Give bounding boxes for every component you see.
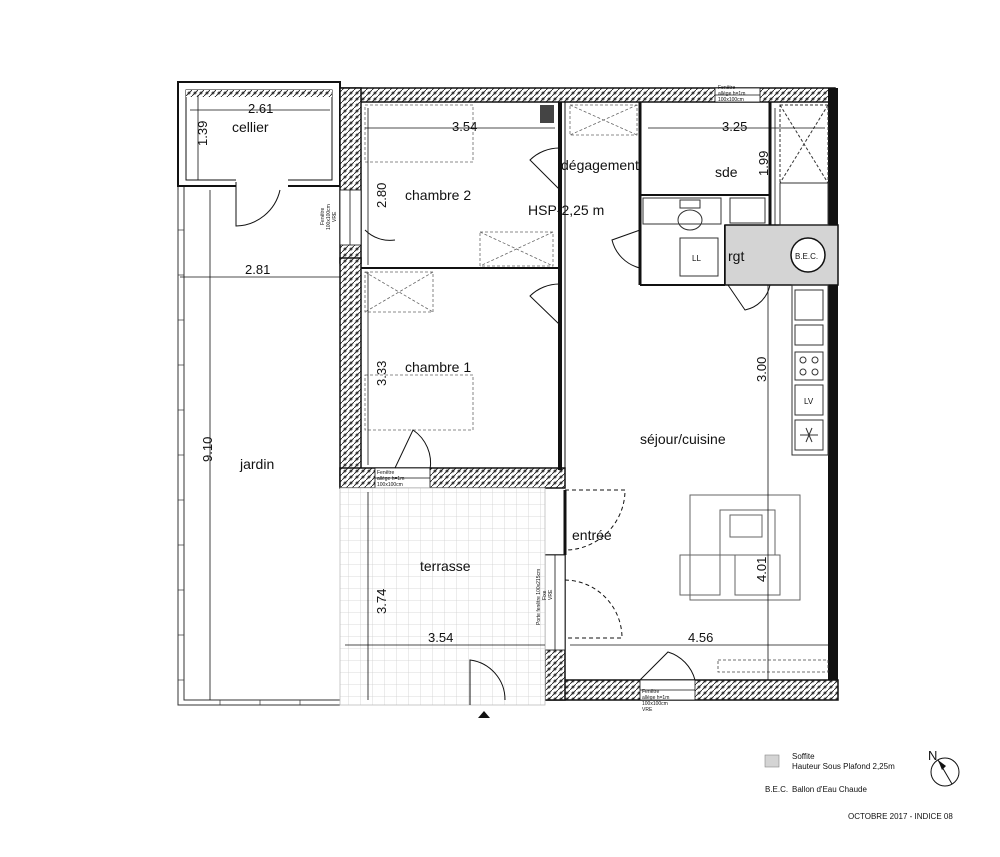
dimension-lines xyxy=(180,95,828,700)
terrasse-gate[interactable] xyxy=(469,659,506,705)
win-top-l3: 100x100cm xyxy=(718,97,744,103)
doors[interactable] xyxy=(364,147,771,681)
label-hsp: HSP-2,25 m xyxy=(528,202,604,218)
label-entree: entrée xyxy=(572,527,612,543)
label-rgt: rgt xyxy=(728,248,744,264)
window-glass xyxy=(349,94,760,691)
dim-sde-h: 1.99 xyxy=(756,151,771,176)
label-chambre2: chambre 2 xyxy=(405,187,471,203)
dim-ch2-h: 2.80 xyxy=(374,183,389,208)
terrasse-tiles xyxy=(340,488,545,705)
label-jardin: jardin xyxy=(239,456,274,472)
dim-terrasse-w: 3.54 xyxy=(428,630,453,645)
cellier-insulation xyxy=(186,90,332,97)
win-ch1-l2: allège h=1m xyxy=(377,476,404,482)
win-ent-l3: VRE xyxy=(548,589,554,600)
interior-partitions xyxy=(361,102,772,555)
dim-sejour-h1: 3.00 xyxy=(754,357,769,382)
boiler-bec xyxy=(790,237,826,273)
dim-sde-w: 3.25 xyxy=(722,119,747,134)
sde-fixtures xyxy=(642,104,829,277)
win-bot-l3: 100x100cm xyxy=(642,701,668,707)
dim-jardin-h: 9.10 xyxy=(200,437,215,462)
label-ll: LL xyxy=(692,254,701,263)
label-sejour: séjour/cuisine xyxy=(640,431,726,447)
label-cellier: cellier xyxy=(232,119,269,135)
dim-cellier-h: 1.39 xyxy=(195,121,210,146)
label-sde: sde xyxy=(715,164,738,180)
win-ch1-l1: Fenêtre xyxy=(377,470,394,476)
win-ch1-l3: 100x100cm xyxy=(377,482,403,488)
terrasse-outline xyxy=(339,487,546,706)
label-chambre1: chambre 1 xyxy=(405,359,471,375)
dining-set xyxy=(679,494,801,601)
legend-bec-abbr: B.E.C. xyxy=(765,785,789,794)
win-bot-l4: VRE xyxy=(642,707,653,713)
win-top-l2: allège h=1m xyxy=(718,91,745,97)
win-ch2-l1: Fenêtre xyxy=(320,208,326,225)
north-label: N xyxy=(928,748,937,763)
label-bec: B.E.C. xyxy=(795,252,818,261)
closets xyxy=(364,104,638,431)
dim-terrasse-h: 3.74 xyxy=(374,589,389,614)
legend-soffite-swatch xyxy=(764,754,780,768)
win-bot-l2: allège h=1m xyxy=(642,695,669,701)
label-degagement: dégagement xyxy=(561,157,639,173)
dim-sejour-h2: 4.01 xyxy=(754,557,769,582)
north-arrow xyxy=(930,757,960,787)
label-lv: LV xyxy=(804,397,814,406)
dim-sejour-w: 4.56 xyxy=(688,630,713,645)
fence-ticks xyxy=(178,229,301,705)
win-ent-l2: Fixe xyxy=(542,590,548,600)
cellier-door-gap xyxy=(236,178,288,188)
dim-ch2-w: 3.54 xyxy=(452,119,477,134)
win-ch2-l2: 100x100cm xyxy=(326,204,332,230)
dim-cellier-w: 2.61 xyxy=(248,101,273,116)
jardin-fence xyxy=(177,185,340,706)
legend-date: OCTOBRE 2017 - INDICE 08 xyxy=(848,812,953,821)
legend-hsp: Hauteur Sous Plafond 2,25m xyxy=(792,762,895,771)
legend-bec-desc: Ballon d'Eau Chaude xyxy=(792,785,867,794)
cellier-door[interactable] xyxy=(235,182,281,227)
entry-arrow xyxy=(478,711,490,718)
kitchen-fixtures xyxy=(791,284,829,456)
win-bot-l1: Fenêtre xyxy=(642,689,659,695)
radiator xyxy=(717,659,829,673)
win-ch2-l3: VRE xyxy=(332,211,338,222)
win-ent-l1: Porte fenêtre 100x215cm xyxy=(536,569,542,625)
win-top-l1: Fenêtre xyxy=(718,85,735,91)
dim-ch1-h: 3.33 xyxy=(374,361,389,386)
label-terrasse: terrasse xyxy=(420,558,471,574)
dim-jardin-w: 2.81 xyxy=(245,262,270,277)
legend-soffite: Soffite xyxy=(792,752,815,761)
gaine xyxy=(540,105,554,123)
house-walls xyxy=(339,87,839,701)
